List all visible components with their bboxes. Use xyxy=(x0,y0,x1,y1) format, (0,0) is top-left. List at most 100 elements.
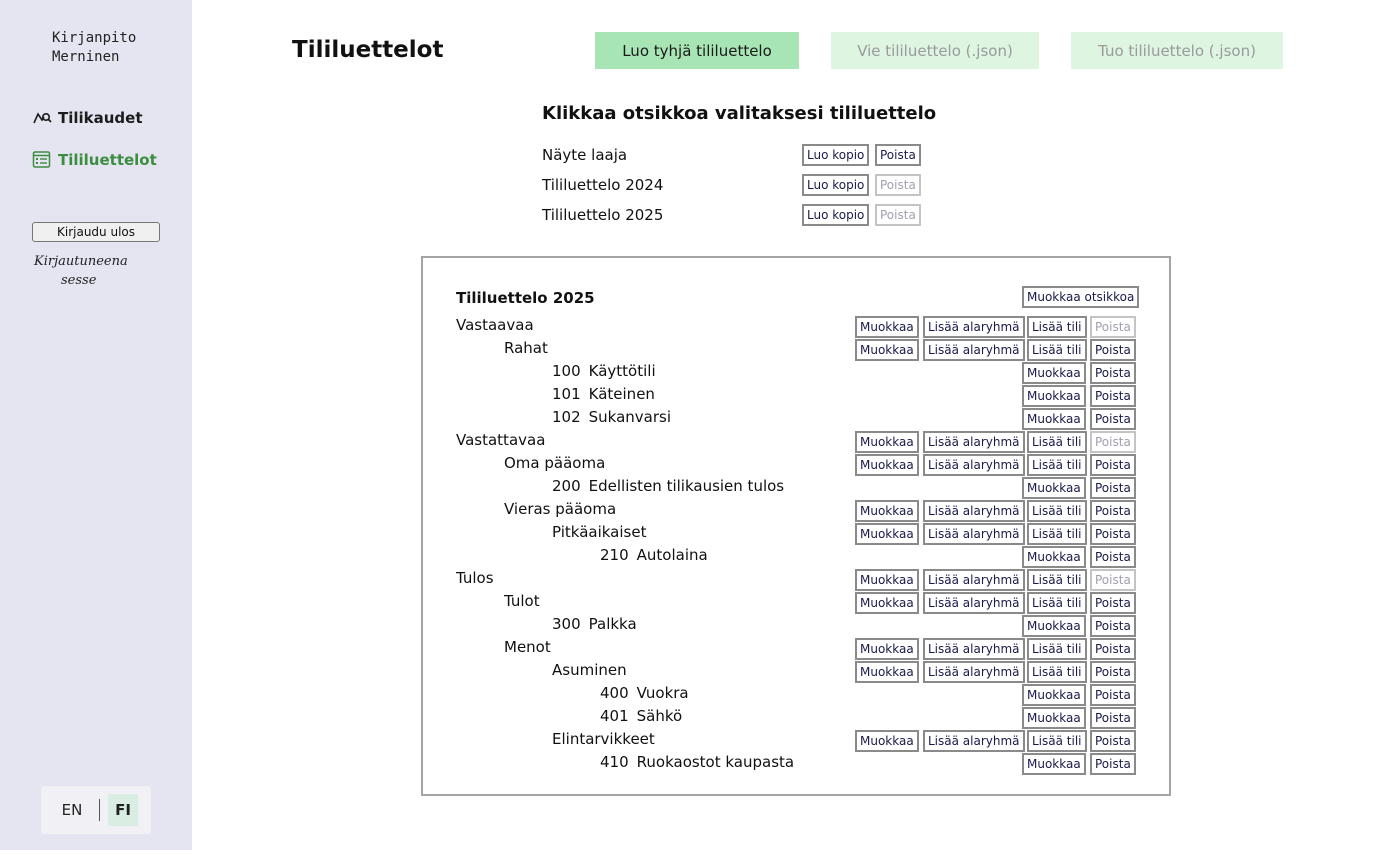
group-label: Asuminen xyxy=(552,661,627,679)
account-name: Edellisten tilikausien tulos xyxy=(588,477,785,495)
account-number: 400 xyxy=(600,684,629,702)
group-label: Rahat xyxy=(504,339,548,357)
edit-group-button[interactable]: Muokkaa xyxy=(855,730,919,752)
delete-list-button[interactable]: Poista xyxy=(875,204,921,226)
add-subgroup-button[interactable]: Lisää alaryhmä xyxy=(923,638,1025,660)
edit-account-button[interactable]: Muokkaa xyxy=(1022,753,1086,775)
account-label: 200 Edellisten tilikausien tulos xyxy=(552,477,784,495)
edit-account-button[interactable]: Muokkaa xyxy=(1022,362,1086,384)
add-subgroup-button[interactable]: Lisää alaryhmä xyxy=(923,431,1025,453)
create-empty-list-button[interactable]: Luo tyhjä tililuettelo xyxy=(595,32,799,69)
delete-account-button[interactable]: Poista xyxy=(1090,362,1136,384)
copy-list-button[interactable]: Luo kopio xyxy=(802,144,870,166)
edit-group-button[interactable]: Muokkaa xyxy=(855,569,919,591)
delete-account-button[interactable]: Poista xyxy=(1090,684,1136,706)
edit-title-button[interactable]: Muokkaa otsikkoa xyxy=(1022,286,1140,308)
delete-list-button[interactable]: Poista xyxy=(875,144,921,166)
language-option-en[interactable]: EN xyxy=(61,801,83,819)
add-subgroup-button[interactable]: Lisää alaryhmä xyxy=(923,730,1025,752)
add-account-button[interactable]: Lisää tili xyxy=(1027,316,1087,338)
edit-account-button[interactable]: Muokkaa xyxy=(1022,615,1086,637)
add-subgroup-button[interactable]: Lisää alaryhmä xyxy=(923,339,1025,361)
edit-account-button[interactable]: Muokkaa xyxy=(1022,477,1086,499)
list-title-link[interactable]: Tililuettelo 2024 xyxy=(542,176,664,194)
delete-account-button[interactable]: Poista xyxy=(1090,753,1136,775)
add-account-button[interactable]: Lisää tili xyxy=(1027,592,1087,614)
delete-group-button[interactable]: Poista xyxy=(1090,431,1136,453)
add-account-button[interactable]: Lisää tili xyxy=(1027,638,1087,660)
list-title-link[interactable]: Tililuettelo 2025 xyxy=(542,206,664,224)
delete-group-button[interactable]: Poista xyxy=(1090,523,1136,545)
add-account-button[interactable]: Lisää tili xyxy=(1027,339,1087,361)
edit-account-button[interactable]: Muokkaa xyxy=(1022,385,1086,407)
delete-list-button[interactable]: Poista xyxy=(875,174,921,196)
delete-group-button[interactable]: Poista xyxy=(1090,592,1136,614)
edit-account-button[interactable]: Muokkaa xyxy=(1022,408,1086,430)
add-account-button[interactable]: Lisää tili xyxy=(1027,500,1087,522)
edit-group-button[interactable]: Muokkaa xyxy=(855,523,919,545)
copy-list-button[interactable]: Luo kopio xyxy=(802,204,870,226)
edit-group-button[interactable]: Muokkaa xyxy=(855,661,919,683)
logout-button[interactable]: Kirjaudu ulos xyxy=(32,222,160,242)
edit-group-button[interactable]: Muokkaa xyxy=(855,592,919,614)
nav-item-tililuettelot[interactable]: Tililuettelot xyxy=(32,150,157,170)
add-subgroup-button[interactable]: Lisää alaryhmä xyxy=(923,592,1025,614)
account-name: Palkka xyxy=(588,615,637,633)
language-option-fi[interactable]: FI xyxy=(108,794,138,826)
add-subgroup-button[interactable]: Lisää alaryhmä xyxy=(923,569,1025,591)
add-account-button[interactable]: Lisää tili xyxy=(1027,454,1087,476)
edit-account-button[interactable]: Muokkaa xyxy=(1022,684,1086,706)
export-json-button[interactable]: Vie tililuettelo (.json) xyxy=(831,32,1039,69)
edit-account-button[interactable]: Muokkaa xyxy=(1022,707,1086,729)
delete-account-button[interactable]: Poista xyxy=(1090,707,1136,729)
delete-account-button[interactable]: Poista xyxy=(1090,615,1136,637)
delete-group-button[interactable]: Poista xyxy=(1090,500,1136,522)
add-account-button[interactable]: Lisää tili xyxy=(1027,431,1087,453)
delete-group-button[interactable]: Poista xyxy=(1090,454,1136,476)
import-json-button[interactable]: Tuo tililuettelo (.json) xyxy=(1071,32,1283,69)
copy-list-button[interactable]: Luo kopio xyxy=(802,174,870,196)
edit-group-button[interactable]: Muokkaa xyxy=(855,431,919,453)
delete-account-button[interactable]: Poista xyxy=(1090,546,1136,568)
group-label: Vastaavaa xyxy=(456,316,534,334)
edit-group-button[interactable]: Muokkaa xyxy=(855,638,919,660)
add-subgroup-button[interactable]: Lisää alaryhmä xyxy=(923,500,1025,522)
delete-group-button[interactable]: Poista xyxy=(1090,638,1136,660)
delete-group-button[interactable]: Poista xyxy=(1090,730,1136,752)
edit-group-button[interactable]: Muokkaa xyxy=(855,454,919,476)
app-brand[interactable]: Kirjanpito Merninen xyxy=(52,29,136,67)
delete-group-button[interactable]: Poista xyxy=(1090,339,1136,361)
delete-group-button[interactable]: Poista xyxy=(1090,316,1136,338)
add-account-button[interactable]: Lisää tili xyxy=(1027,569,1087,591)
account-name: Sähkö xyxy=(636,707,683,725)
edit-account-button[interactable]: Muokkaa xyxy=(1022,546,1086,568)
add-account-button[interactable]: Lisää tili xyxy=(1027,523,1087,545)
edit-group-button[interactable]: Muokkaa xyxy=(855,500,919,522)
list-title-link[interactable]: Näyte laaja xyxy=(542,146,628,164)
edit-group-button[interactable]: Muokkaa xyxy=(855,316,919,338)
delete-group-button[interactable]: Poista xyxy=(1090,569,1136,591)
add-subgroup-button[interactable]: Lisää alaryhmä xyxy=(923,661,1025,683)
nav-item-tilikaudet[interactable]: Tilikaudet xyxy=(32,108,143,128)
add-account-button[interactable]: Lisää tili xyxy=(1027,730,1087,752)
add-subgroup-button[interactable]: Lisää alaryhmä xyxy=(923,454,1025,476)
account-number: 101 xyxy=(552,385,581,403)
delete-account-button[interactable]: Poista xyxy=(1090,408,1136,430)
logged-in-info: Kirjautuneena sesse xyxy=(34,252,128,290)
account-number: 200 xyxy=(552,477,581,495)
delete-group-button[interactable]: Poista xyxy=(1090,661,1136,683)
add-subgroup-button[interactable]: Lisää alaryhmä xyxy=(923,316,1025,338)
add-account-button[interactable]: Lisää tili xyxy=(1027,661,1087,683)
edit-group-button[interactable]: Muokkaa xyxy=(855,339,919,361)
delete-account-button[interactable]: Poista xyxy=(1090,477,1136,499)
delete-account-button[interactable]: Poista xyxy=(1090,385,1136,407)
add-subgroup-button[interactable]: Lisää alaryhmä xyxy=(923,523,1025,545)
